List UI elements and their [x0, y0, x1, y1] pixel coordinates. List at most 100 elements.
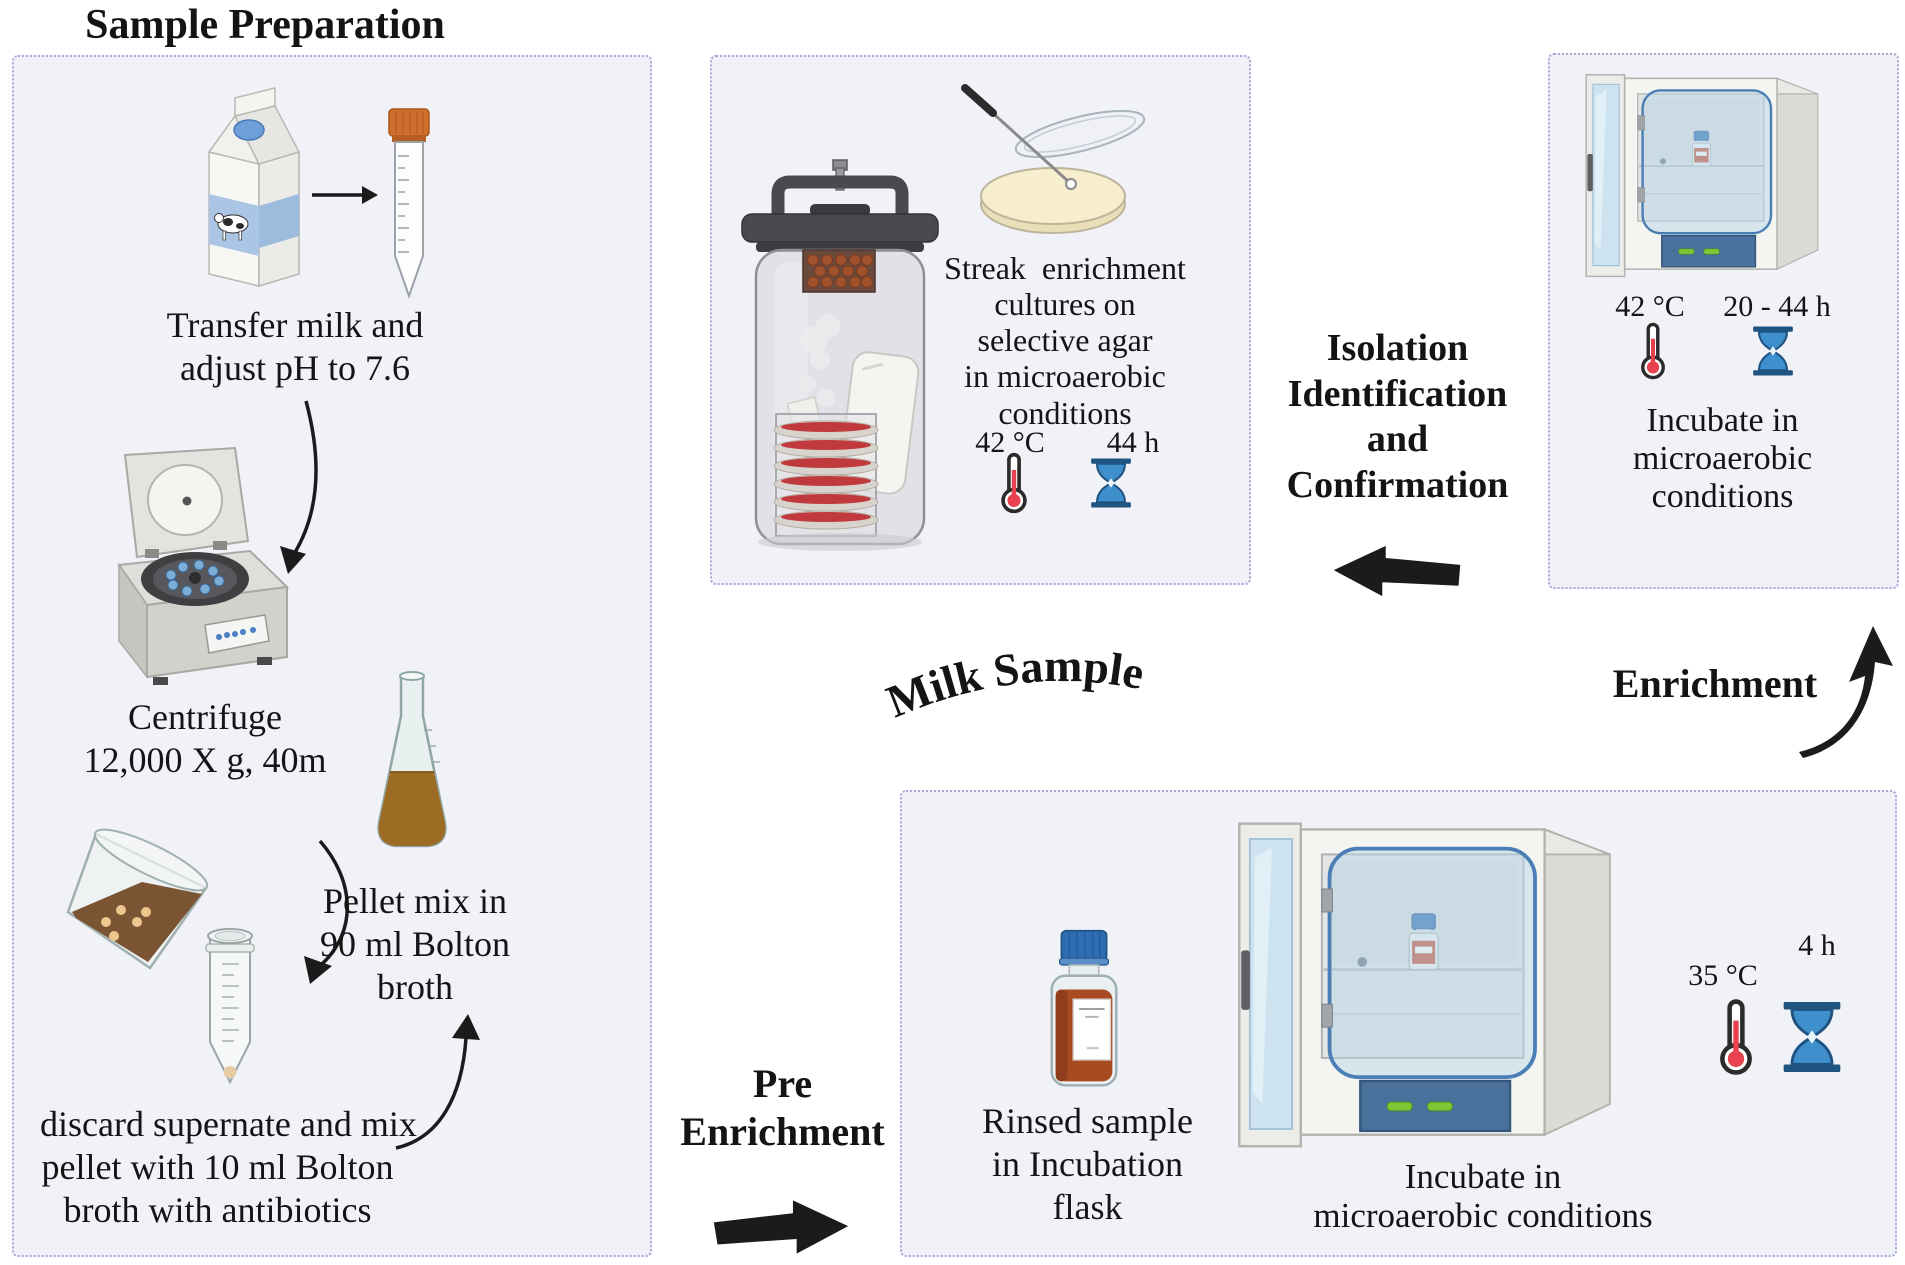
- enrichment-incubation-temperature: 42 °C: [1600, 289, 1700, 325]
- caption-line: broth with antibiotics: [63, 1190, 372, 1231]
- flow-label-line: Pre: [752, 1061, 813, 1106]
- flow-label-line: and: [1366, 418, 1429, 461]
- caption-line: in Incubation: [992, 1144, 1183, 1185]
- milk-sample-text: Milk Sample: [880, 640, 1148, 727]
- petri-dish-stack: [773, 413, 879, 537]
- led-indicator: [1678, 248, 1695, 255]
- led-indicator: [1427, 1101, 1453, 1112]
- agar-surface: [980, 167, 1126, 225]
- catalyst-basket: [802, 249, 876, 293]
- transfer-caption: Transfer milk and adjust pH to 7.6: [145, 304, 445, 390]
- steam-puffs: [800, 314, 840, 407]
- door-handle: [1241, 950, 1250, 1010]
- jar-handle: [771, 175, 909, 220]
- temperature-value: 42 °C: [1615, 290, 1685, 323]
- incubator-door: [1585, 74, 1626, 278]
- thermometer-icon: [1641, 322, 1665, 380]
- led-indicator: [1703, 248, 1720, 255]
- caption-line: Rinsed sample: [982, 1101, 1193, 1141]
- enrichment-label: Enrichment: [1600, 660, 1830, 708]
- streak-temperature: 42 °C: [955, 425, 1065, 461]
- temperature-value: 42 °C: [975, 426, 1045, 459]
- page-title: Sample Preparation: [85, 0, 445, 50]
- jar-lid: [741, 213, 939, 243]
- transfer-arrow-icon: [312, 186, 378, 204]
- duration-value: 44 h: [1106, 426, 1160, 459]
- curved-arrow-icon: [395, 1014, 480, 1150]
- caption-line: 90 ml Bolton: [319, 924, 511, 965]
- anaerobic-jar-icon: [741, 159, 939, 551]
- caption-line: Transfer milk and: [166, 305, 424, 345]
- collection-tube-icon: [205, 928, 255, 1085]
- petri-lid: [1014, 110, 1146, 158]
- thermometer-icon: [1720, 999, 1752, 1075]
- sample-preparation-panel: [12, 55, 652, 1257]
- carton-cap: [233, 119, 265, 141]
- pellet: [223, 1066, 237, 1078]
- right-flow-arrow-icon: [713, 1200, 849, 1254]
- hourglass-icon: [1753, 326, 1793, 376]
- bolton-broth: [378, 772, 446, 846]
- milk-carton-icon: [207, 87, 301, 288]
- pre-enrichment-incubation-caption: Incubate in microaerobic conditions: [1258, 1157, 1708, 1235]
- flow-label-line: Enrichment: [680, 1109, 885, 1154]
- centrifuge-icon: [117, 446, 290, 685]
- caption-line: Incubate in: [1404, 1157, 1562, 1196]
- pre-enrichment-label: Pre Enrichment: [660, 1060, 905, 1156]
- duration-value: 20 - 44 h: [1723, 290, 1831, 323]
- centrifuge-caption: Centrifuge 12,000 X g, 40m: [55, 696, 355, 782]
- erlenmeyer-flask-icon: [377, 671, 447, 848]
- caption-line: microaerobic conditions: [1313, 1195, 1653, 1235]
- incubator-icon: [1238, 822, 1611, 1148]
- pouring-beaker-icon: [66, 828, 209, 970]
- caption-line: discard supernate and mix: [40, 1104, 417, 1144]
- curved-arrow-icon: [280, 400, 318, 574]
- svg-text:Milk Sample: Milk Sample: [880, 640, 1148, 727]
- pellet-dots: [101, 905, 151, 941]
- caption-line: cultures on: [994, 286, 1136, 323]
- caption-line: conditions: [998, 394, 1132, 431]
- inner-glass-door: [1327, 846, 1537, 1080]
- caption-line: flask: [1052, 1187, 1123, 1228]
- pre-enrichment-duration: 4 h: [1772, 928, 1862, 964]
- thermometer-icon: [1001, 452, 1027, 514]
- duration-value: 4 h: [1798, 929, 1836, 962]
- door-handle: [1587, 154, 1593, 192]
- caption-line: Centrifuge: [128, 697, 282, 737]
- isolation-label: Isolation Identification and Confirmatio…: [1265, 326, 1530, 508]
- flow-label-line: Isolation: [1326, 327, 1469, 369]
- rinsed-sample-caption: Rinsed sample in Incubation flask: [955, 1100, 1220, 1230]
- flow-label-line: Confirmation: [1286, 463, 1509, 506]
- left-flow-arrow-icon: [1333, 545, 1461, 597]
- caption-line: conditions: [1651, 478, 1794, 516]
- cow-illustration: [214, 213, 249, 241]
- streak-duration: 44 h: [1078, 425, 1188, 461]
- incubation-flask-icon: [1050, 929, 1118, 1087]
- enrichment-incubation-caption: Incubate in microaerobic conditions: [1575, 402, 1870, 516]
- milk-sample-label: Milk Sample: [880, 640, 1148, 727]
- incubator-door: [1238, 822, 1302, 1148]
- caption-line: selective agar: [977, 322, 1153, 359]
- caption-line: broth: [377, 967, 453, 1008]
- caption-line: Incubate in: [1646, 402, 1799, 439]
- inner-glass-door: [1641, 89, 1773, 235]
- discard-caption: discard supernate and mix pellet with 10…: [40, 1103, 417, 1233]
- caption-line: in microaerobic: [964, 358, 1166, 395]
- flow-label-line: Enrichment: [1612, 661, 1818, 706]
- pre-enrichment-temperature: 35 °C: [1668, 958, 1778, 994]
- led-indicator: [1386, 1101, 1413, 1112]
- flow-label-line: Identification: [1287, 372, 1508, 415]
- pellet-mix-caption: Pellet mix in 90 ml Bolton broth: [290, 880, 540, 1010]
- incubator-icon: [1585, 74, 1819, 278]
- caption-line: adjust pH to 7.6: [180, 348, 410, 389]
- curved-arrow-icon: [304, 839, 350, 984]
- caption-line: 12,000 X g, 40m: [83, 740, 327, 781]
- caption-line: microaerobic: [1632, 440, 1813, 478]
- caption-line: Pellet mix in: [323, 881, 507, 921]
- enrichment-curved-arrow-icon: [1799, 626, 1893, 758]
- temperature-value: 35 °C: [1688, 959, 1758, 992]
- caption-line: Streak enrichment: [944, 250, 1186, 286]
- enrichment-incubation-duration: 20 - 44 h: [1712, 289, 1842, 325]
- caption-line: pellet with 10 ml Bolton: [41, 1147, 394, 1188]
